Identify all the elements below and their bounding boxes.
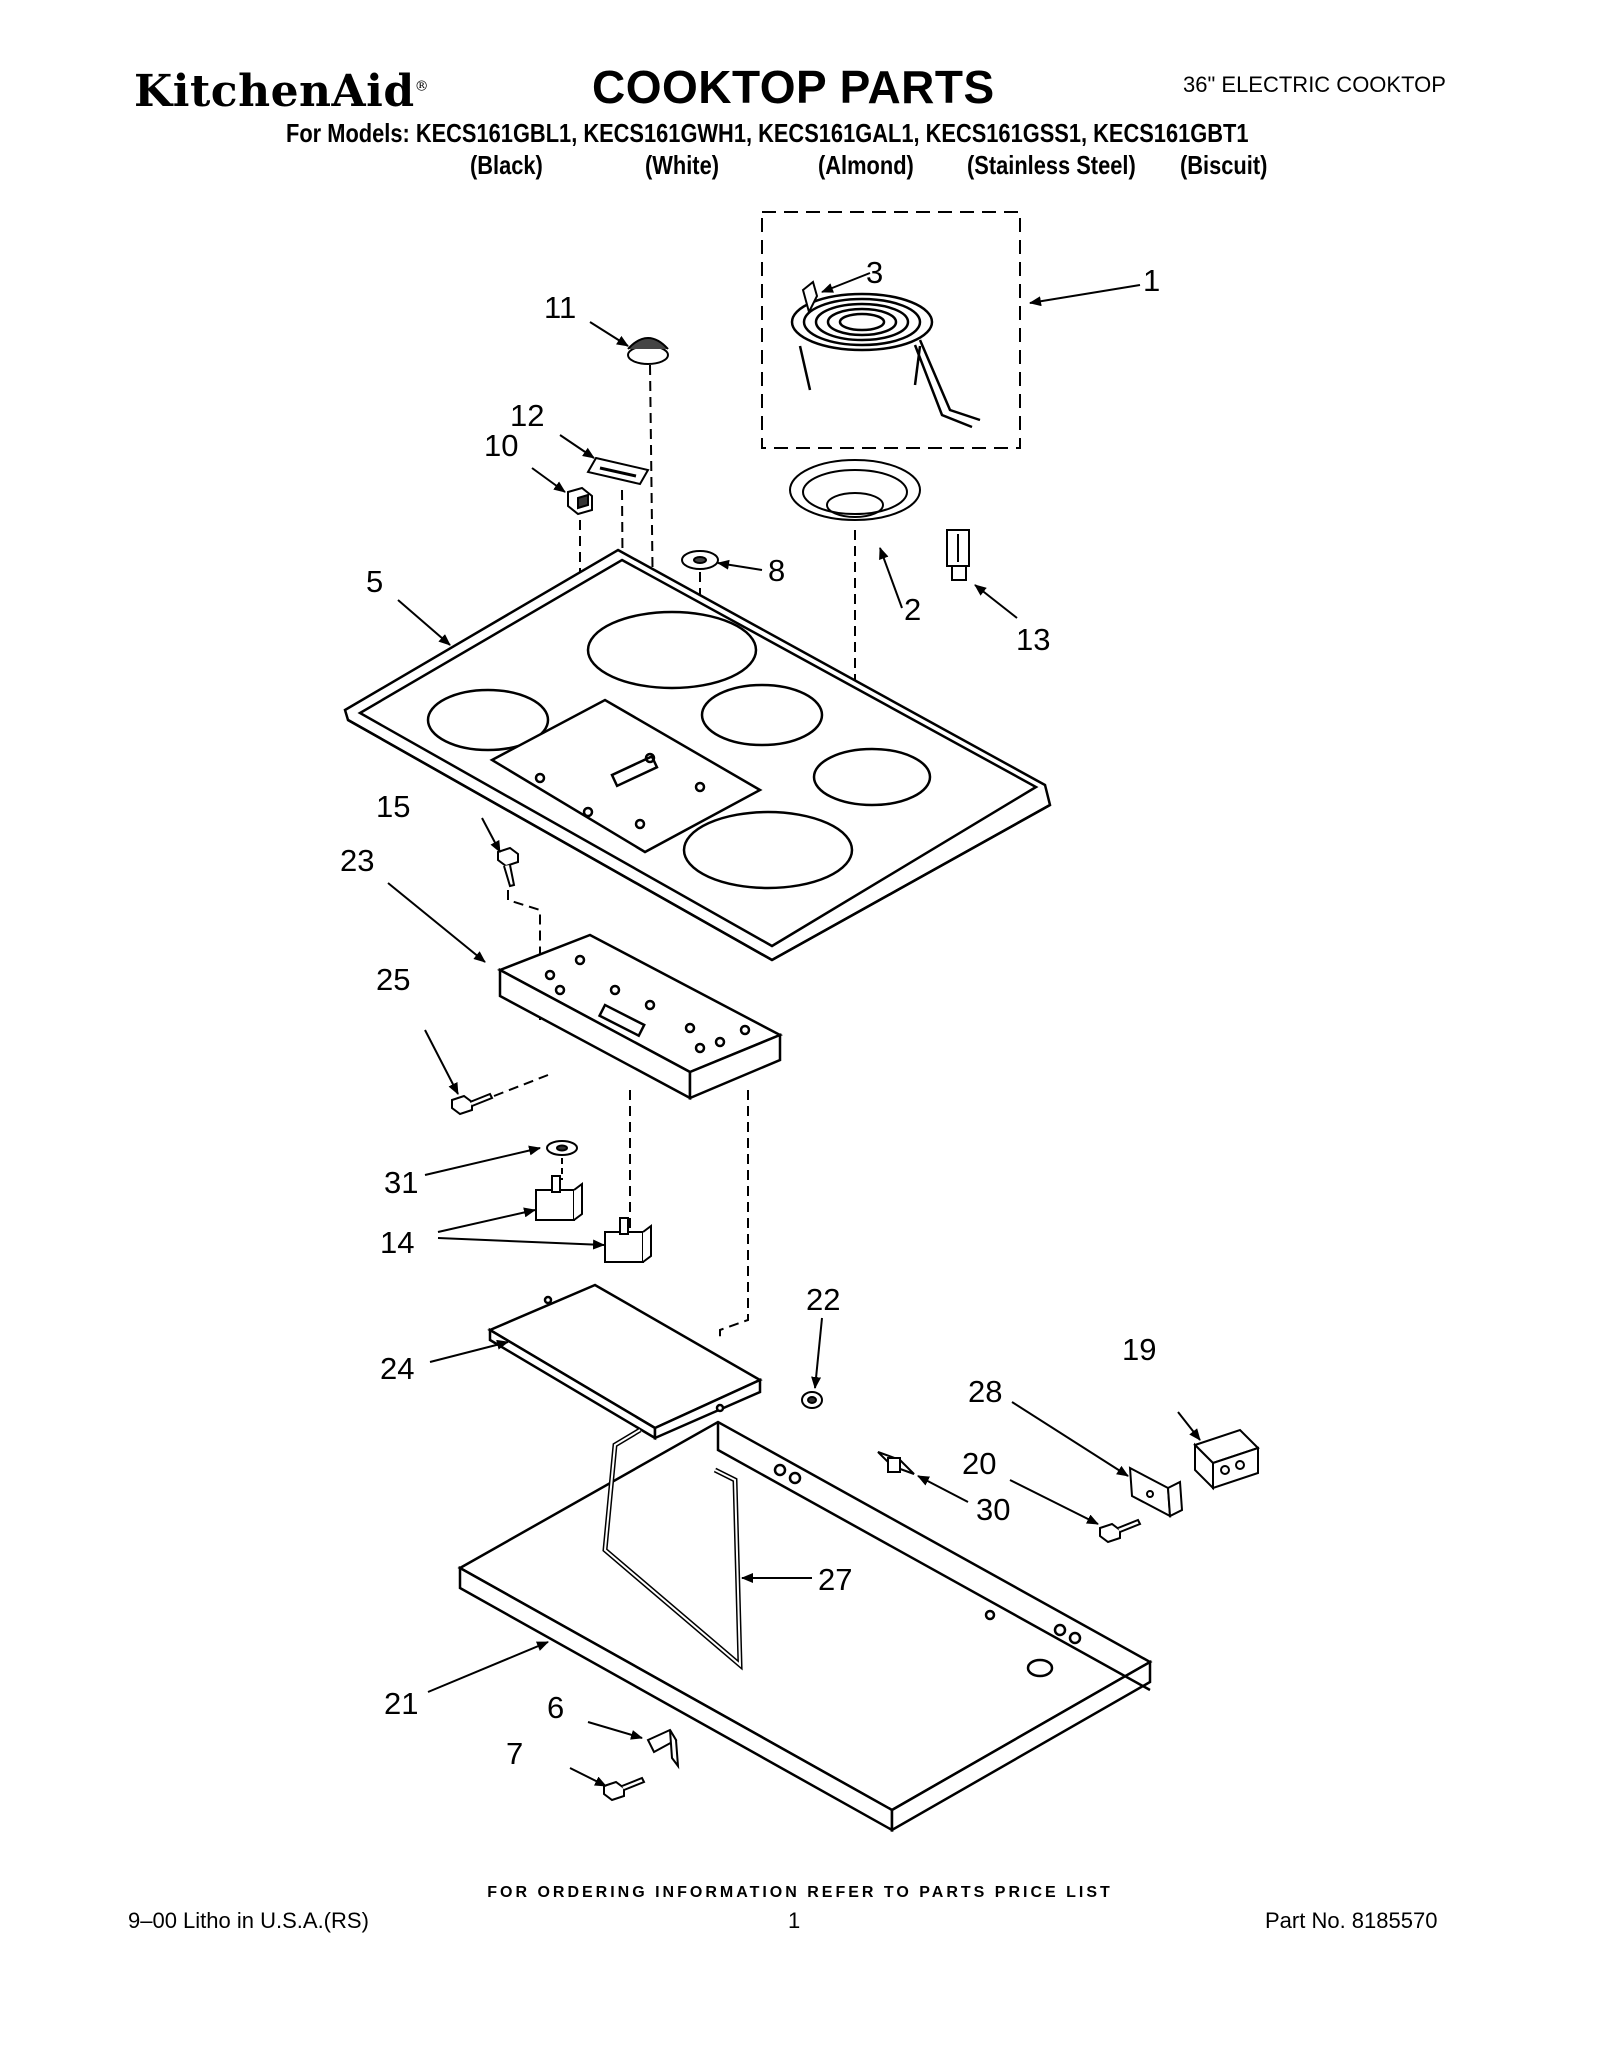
callout-8: 8: [768, 553, 785, 588]
infinite-switches: [535, 1175, 652, 1263]
leg-bracket: [646, 1728, 680, 1770]
ordering-note: FOR ORDERING INFORMATION REFER TO PARTS …: [487, 1884, 1113, 1901]
callout-27: 27: [818, 1562, 852, 1597]
leg-screw: [603, 1776, 646, 1802]
callout-15: 15: [376, 789, 410, 824]
terminal-block-bracket: [877, 1451, 915, 1475]
part-number: Part No. 8185570: [1265, 1908, 1438, 1933]
callout-30: 30: [976, 1492, 1010, 1527]
wire-harness: [602, 1427, 743, 1671]
mounting-bracket: [1128, 1466, 1184, 1518]
bracket-screw: [1099, 1518, 1142, 1544]
element-receptacle: [946, 529, 970, 581]
callout-22: 22: [806, 1282, 840, 1317]
callout-31: 31: [384, 1165, 418, 1200]
callout-2: 2: [904, 592, 921, 627]
product-subtitle: 36" ELECTRIC COOKTOP: [1183, 72, 1446, 97]
callout-10: 10: [484, 428, 518, 463]
color-label-biscuit: (Biscuit): [1180, 150, 1268, 180]
surface-element-assembly: [761, 211, 1021, 449]
electronic-control-box: [497, 933, 783, 1101]
callout-24: 24: [380, 1351, 414, 1386]
callout-6: 6: [547, 1690, 564, 1725]
callout-leaders: [387, 272, 1201, 1787]
color-label-almond: (Almond): [818, 150, 914, 180]
litho-note: 9–00 Litho in U.S.A.(RS): [128, 1908, 369, 1933]
brand-logo: KitchenAid®: [134, 66, 430, 117]
cooktop-bottom-chassis: [457, 1420, 1153, 1833]
callout-23: 23: [340, 843, 374, 878]
control-box-screw: [451, 1074, 549, 1116]
color-label-black: (Black): [470, 150, 543, 180]
cord-grommet: [801, 1391, 823, 1409]
switch-washer: [546, 1140, 578, 1180]
callout-19: 19: [1122, 1332, 1156, 1367]
callout-1: 1: [1143, 263, 1160, 298]
callout-7: 7: [506, 1736, 523, 1771]
callout-12: 12: [510, 398, 544, 433]
callout-25: 25: [376, 962, 410, 997]
page-number: 1: [788, 1908, 801, 1933]
color-label-white: (White): [645, 150, 719, 180]
callout-21: 21: [384, 1686, 418, 1721]
terminal-block: [1193, 1428, 1260, 1491]
cooktop-main-top: [343, 548, 1052, 962]
callout-5: 5: [366, 564, 383, 599]
models-line: For Models: KECS161GBL1, KECS161GWH1, KE…: [286, 118, 1249, 148]
drip-bowl: [789, 459, 921, 760]
callout-3: 3: [866, 255, 883, 290]
callout-13: 13: [1016, 622, 1050, 657]
callout-11: 11: [544, 290, 576, 325]
callout-numbers: 1 2 3 5 6 7 8 10 11 12 13 14 15 19 20 21…: [340, 255, 1160, 1771]
callout-14: 14: [380, 1225, 414, 1260]
callout-28: 28: [968, 1374, 1002, 1409]
switch-mounting-tray: [487, 1283, 763, 1441]
callout-20: 20: [962, 1446, 996, 1481]
page-title: COOKTOP PARTS: [592, 61, 995, 113]
color-label-stainless: (Stainless Steel): [967, 150, 1136, 180]
